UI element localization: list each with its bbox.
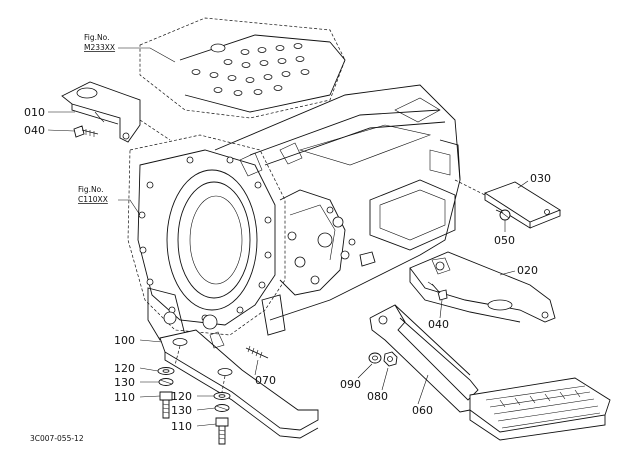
fig-ref-m233xx-line2: M233XX	[84, 43, 115, 52]
washer-130-left-drawing	[158, 378, 174, 386]
part-label-030: 030	[530, 172, 551, 185]
part-label-040-upper: 040	[24, 124, 45, 137]
part-label-110-right: 110	[171, 420, 192, 433]
pedal-tread-ribs	[485, 385, 601, 429]
part-label-050: 050	[494, 234, 515, 247]
part-label-110-left: 110	[114, 391, 135, 404]
bracket-010-drawing	[61, 81, 171, 143]
drawing-code: 3C007-055-12	[30, 434, 84, 443]
pin-070-drawing	[245, 345, 269, 359]
part-label-010: 010	[24, 106, 45, 119]
upper-plate-drawing	[139, 17, 346, 119]
transmission-case-drawing	[214, 84, 461, 336]
bolt-040-upper-drawing	[73, 125, 99, 138]
part-label-100: 100	[114, 334, 135, 347]
nut-080-drawing	[383, 351, 398, 367]
part-label-070: 070	[255, 374, 276, 387]
step-bracket-100-drawing	[159, 329, 319, 439]
leader-lines	[47, 47, 529, 427]
part-label-060: 060	[412, 404, 433, 417]
washer-120-left-drawing	[157, 367, 175, 375]
upper-plate-holes	[191, 43, 310, 96]
part-label-020: 020	[517, 264, 538, 277]
part-label-090: 090	[340, 378, 361, 391]
fig-ref-c110xx-line1: Fig.No.	[78, 185, 103, 194]
part-label-120-left: 120	[114, 362, 135, 375]
bracket-030-drawing	[454, 179, 561, 229]
washer-120-right-drawing	[213, 392, 231, 400]
fig-ref-c110xx-line2: C110XX	[78, 195, 108, 204]
bolt-040-lower-drawing	[427, 281, 448, 301]
bolt-050-drawing	[495, 209, 511, 221]
part-label-080: 080	[367, 390, 388, 403]
fig-ref-m233xx: Fig.No. M233XX	[84, 33, 115, 52]
bolt-110-left-drawing	[159, 391, 173, 419]
bolt-110-right-drawing	[215, 417, 229, 445]
clutch-housing-drawing	[127, 134, 286, 341]
part-label-130-right: 130	[171, 404, 192, 417]
washer-130-right-drawing	[214, 404, 230, 412]
part-label-120-right: 120	[171, 390, 192, 403]
part-label-130-left: 130	[114, 376, 135, 389]
pedal-bracket-020-drawing	[409, 251, 556, 323]
part-label-040-lower: 040	[428, 318, 449, 331]
fig-ref-m233xx-line1: Fig.No.	[84, 33, 109, 42]
washer-090-drawing	[368, 352, 382, 364]
fig-ref-c110xx: Fig.No. C110XX	[78, 185, 108, 204]
brake-pedal-060-drawing	[369, 304, 611, 441]
